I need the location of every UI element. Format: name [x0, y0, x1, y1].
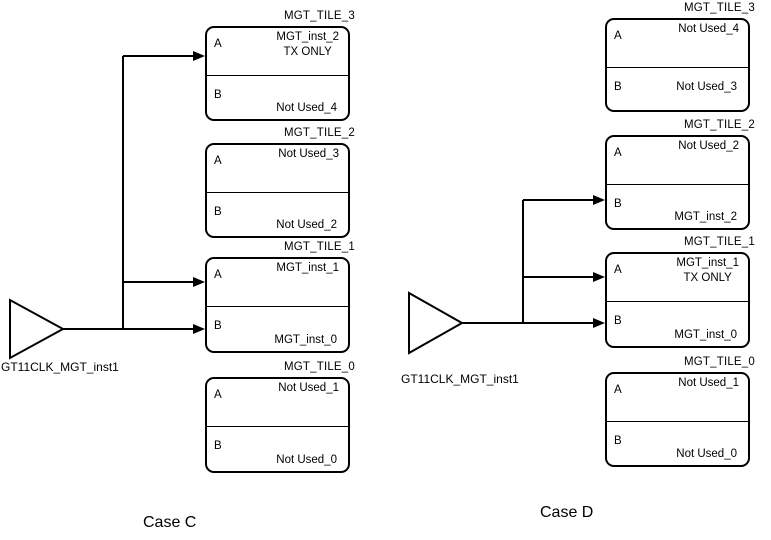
tile-b-text: Not Used_0 [276, 454, 337, 466]
tile-a-text: MGT_inst_1 TX ONLY [676, 256, 739, 286]
tile-box: A Not Used_1 B Not Used_0 [205, 377, 350, 473]
tile-section-a: A Not Used_4 [607, 20, 748, 68]
clock-buffer-symbol-d [408, 291, 465, 355]
tile-a-text: Not Used_3 [278, 147, 339, 162]
port-a-label: A [614, 384, 622, 396]
tile-section-b: B MGT_inst_2 [607, 185, 748, 228]
tile-section-b: B MGT_inst_0 [207, 307, 348, 351]
net-arrowhead-icon [193, 51, 205, 61]
tile-section-a: A MGT_inst_1 [207, 259, 348, 307]
tile-a-text: MGT_inst_1 [276, 261, 339, 276]
tile-title: MGT_TILE_1 [683, 236, 755, 248]
port-b-label: B [614, 435, 622, 447]
clock-net-case-c [63, 55, 196, 330]
instance-label: Not Used_2 [678, 140, 739, 152]
tile-b-text: Not Used_3 [676, 81, 737, 93]
clock-buffer-label-c: GT11CLK_MGT_inst1 [1, 360, 119, 374]
port-b-label: B [214, 206, 222, 218]
tx-only-label: TX ONLY [683, 272, 732, 284]
port-a-label: A [214, 269, 222, 281]
port-a-label: A [214, 155, 222, 167]
tile-b-text: MGT_inst_2 [674, 211, 737, 223]
clock-buffer-label-d: GT11CLK_MGT_inst1 [401, 372, 519, 386]
instance-label: MGT_inst_2 [276, 31, 339, 43]
tile-box: A MGT_inst_2 TX ONLY B Not Used_4 [205, 26, 350, 121]
mgt-tile-c-1: MGT_TILE_1 A MGT_inst_1 B MGT_inst_0 [205, 241, 355, 353]
mgt-tile-d-2: MGT_TILE_2 A Not Used_2 B MGT_inst_2 [605, 119, 755, 230]
mgt-tile-c-2: MGT_TILE_2 A Not Used_3 B Not Used_2 [205, 127, 355, 238]
tile-section-a: A MGT_inst_2 TX ONLY [207, 28, 348, 76]
instance-label: Not Used_1 [278, 382, 339, 394]
tile-title: MGT_TILE_1 [283, 241, 355, 253]
tile-a-text: Not Used_4 [678, 22, 739, 37]
port-b-label: B [214, 440, 222, 452]
port-b-label: B [614, 81, 622, 93]
instance-label: Not Used_4 [678, 23, 739, 35]
net-arrowhead-icon [193, 277, 205, 287]
net-arrowheads-case-d [593, 195, 605, 328]
tile-a-text: MGT_inst_2 TX ONLY [276, 30, 339, 60]
tile-a-text: Not Used_1 [278, 381, 339, 396]
mgt-tile-d-1: MGT_TILE_1 A MGT_inst_1 TX ONLY B MGT_in… [605, 236, 755, 348]
tile-b-text: Not Used_0 [676, 448, 737, 460]
tile-b-text: Not Used_4 [276, 102, 337, 114]
port-a-label: A [614, 147, 622, 159]
tile-title: MGT_TILE_2 [283, 127, 355, 139]
instance-label: Not Used_3 [278, 148, 339, 160]
tile-section-b: B Not Used_2 [207, 193, 348, 236]
tile-section-b: B Not Used_3 [607, 68, 748, 110]
tile-box: A MGT_inst_1 TX ONLY B MGT_inst_0 [605, 252, 750, 348]
tile-box: A Not Used_3 B Not Used_2 [205, 143, 350, 238]
tile-box: A Not Used_4 B Not Used_3 [605, 18, 750, 112]
port-b-label: B [214, 89, 222, 101]
tile-b-text: MGT_inst_0 [674, 329, 737, 341]
tile-b-text: Not Used_2 [276, 219, 337, 231]
tile-section-b: B MGT_inst_0 [607, 302, 748, 346]
port-b-label: B [614, 315, 622, 327]
tile-box: A Not Used_1 B Not Used_0 [605, 372, 750, 467]
net-arrowhead-icon [593, 318, 605, 328]
tile-section-b: B Not Used_0 [207, 427, 348, 471]
port-a-label: A [214, 38, 222, 50]
tile-section-a: A Not Used_3 [207, 145, 348, 193]
tile-a-text: Not Used_1 [678, 376, 739, 391]
tx-only-label: TX ONLY [283, 46, 332, 58]
mgt-tile-c-0: MGT_TILE_0 A Not Used_1 B Not Used_0 [205, 361, 355, 473]
tile-title: MGT_TILE_0 [683, 356, 755, 368]
tile-b-text: MGT_inst_0 [274, 334, 337, 346]
mgt-tile-d-0: MGT_TILE_0 A Not Used_1 B Not Used_0 [605, 356, 755, 467]
instance-label: MGT_inst_1 [676, 257, 739, 269]
port-b-label: B [214, 320, 222, 332]
tile-title: MGT_TILE_3 [683, 2, 755, 14]
net-arrowheads-case-c [193, 51, 205, 334]
tile-title: MGT_TILE_0 [283, 361, 355, 373]
net-arrowhead-icon [193, 324, 205, 334]
tile-section-a: A Not Used_1 [607, 374, 748, 422]
tile-title: MGT_TILE_3 [283, 10, 355, 22]
net-arrowhead-icon [593, 272, 605, 282]
tile-box: A Not Used_2 B MGT_inst_2 [605, 135, 750, 230]
mgt-tile-d-3: MGT_TILE_3 A Not Used_4 B Not Used_3 [605, 2, 755, 112]
tile-box: A MGT_inst_1 B MGT_inst_0 [205, 257, 350, 353]
port-b-label: B [614, 198, 622, 210]
tile-section-a: A Not Used_2 [607, 137, 748, 185]
case-d-caption: Case D [540, 504, 594, 521]
port-a-label: A [614, 264, 622, 276]
port-a-label: A [214, 389, 222, 401]
instance-label: Not Used_1 [678, 377, 739, 389]
net-arrowhead-icon [593, 195, 605, 205]
instance-label: MGT_inst_1 [276, 262, 339, 274]
tile-section-a: A Not Used_1 [207, 379, 348, 427]
port-a-label: A [614, 30, 622, 42]
case-c-caption: Case C [143, 514, 197, 531]
mgt-tile-c-3: MGT_TILE_3 A MGT_inst_2 TX ONLY B Not Us… [205, 10, 355, 121]
clock-net-case-d [462, 199, 596, 324]
tile-a-text: Not Used_2 [678, 139, 739, 154]
clock-buffer-symbol-c [9, 298, 66, 360]
tile-title: MGT_TILE_2 [683, 119, 755, 131]
tile-section-a: A MGT_inst_1 TX ONLY [607, 254, 748, 302]
tile-section-b: B Not Used_4 [207, 76, 348, 119]
tile-section-b: B Not Used_0 [607, 422, 748, 465]
